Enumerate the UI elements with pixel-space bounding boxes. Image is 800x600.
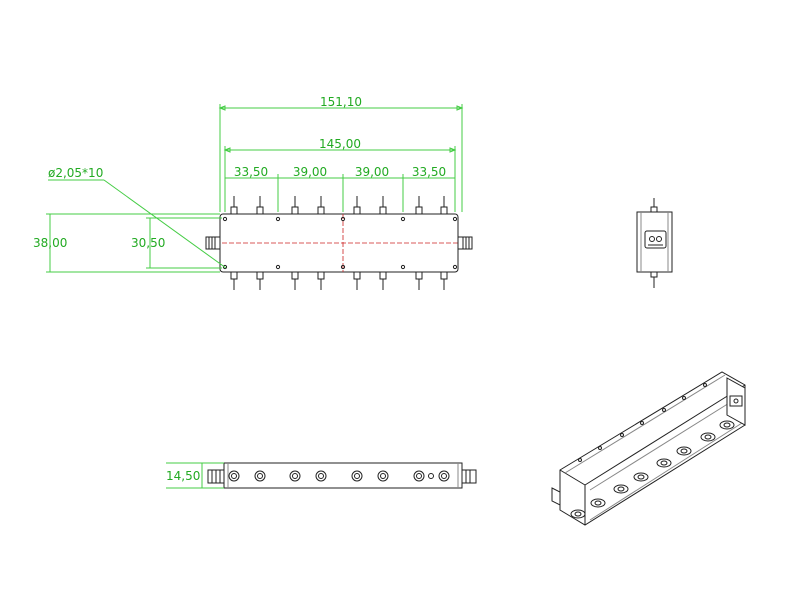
dimension-lines [46,104,464,273]
iso-left-connector [551,487,561,506]
dim-overall-width: 38,00 [33,236,67,250]
dim-overall-length: 151,10 [320,95,362,109]
front-ports [228,470,450,482]
dim-hole-span: 145,00 [319,137,361,151]
isometric-view [551,371,746,526]
dim-inner-width: 30,50 [131,236,165,250]
dim-hole-spec: ø2,05*10 [48,166,103,180]
dim-spacing-1: 33,50 [234,165,268,179]
tuning-screws-bottom [230,271,448,290]
dim-spacing-2: 39,00 [293,165,327,179]
connector-right [457,236,473,250]
mounting-holes [222,216,458,270]
iso-end-face [726,377,746,426]
top-view: 151,10 145,00 33,50 39,00 39,00 33,50 ø2… [33,95,473,290]
end-view-connector [644,230,667,249]
dim-height: 14,50 [166,469,200,483]
iso-top-screws [578,383,707,462]
dim-spacing-4: 33,50 [412,165,446,179]
front-connector-left [207,469,225,484]
front-view: 14,50 [166,462,477,489]
connector-left [205,236,221,250]
iso-ports [570,420,735,519]
tuning-screws-top [230,196,448,215]
iso-body [559,371,746,526]
front-view-body [223,462,463,489]
dim-spacing-3: 39,00 [355,165,389,179]
front-connector-right [461,469,477,484]
end-view [636,198,673,288]
